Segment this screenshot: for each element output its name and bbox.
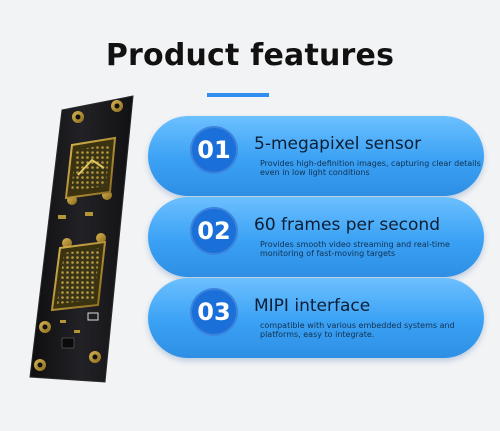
- feature-number-badge: 02: [190, 207, 238, 255]
- camera-module-illustration: [29, 95, 134, 383]
- feature-description: Provides smooth video streaming and real…: [260, 240, 450, 258]
- feature-title: 60 frames per second: [254, 215, 440, 235]
- feature-card-3: 03 MIPI interface compatible with variou…: [148, 278, 484, 358]
- feature-title: MIPI interface: [254, 296, 371, 316]
- feature-card-1: 01 5-megapixel sensor Provides high-defi…: [148, 116, 484, 196]
- feature-title: 5-megapixel sensor: [254, 134, 422, 154]
- feature-card-2: 02 60 frames per second Provides smooth …: [148, 197, 484, 277]
- feature-number-badge: 03: [190, 288, 238, 336]
- feature-description: compatible with various embedded systems…: [260, 321, 455, 339]
- feature-number-badge: 01: [190, 126, 238, 174]
- feature-description: Provides high-definition images, capturi…: [260, 159, 481, 177]
- camera-module-board-image: [0, 0, 150, 427]
- page-title: Product features: [105, 38, 395, 73]
- title-underline: [207, 93, 269, 97]
